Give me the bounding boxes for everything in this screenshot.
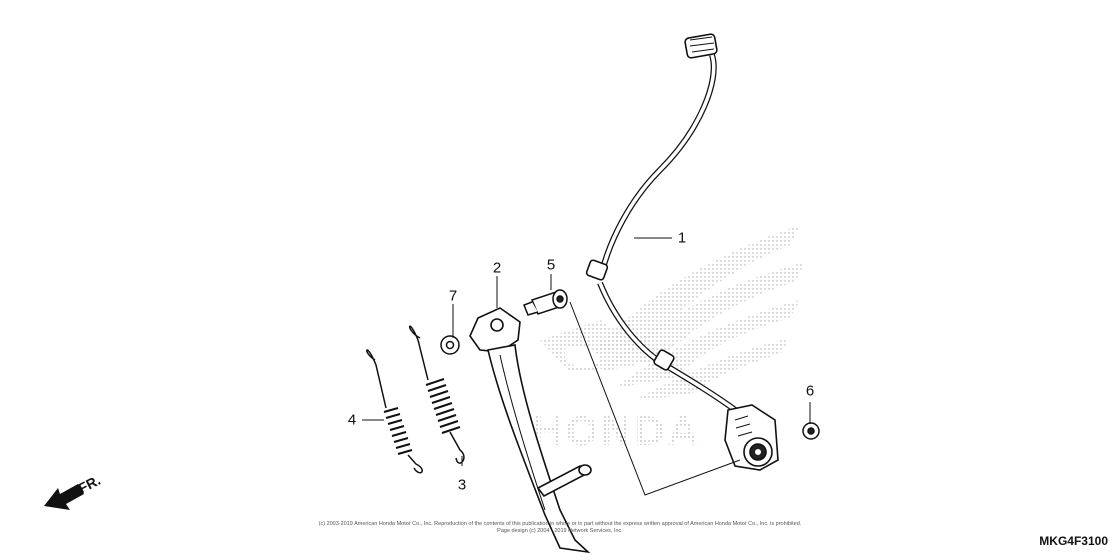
callout-1[interactable]: 1 xyxy=(677,229,687,247)
callout-5[interactable]: 5 xyxy=(546,256,556,274)
spring-part-3 xyxy=(408,325,465,464)
pivot-bolt-part-5 xyxy=(523,289,568,316)
switch-bolt-part-6 xyxy=(802,422,820,440)
front-direction-arrow-icon xyxy=(44,484,84,510)
copyright-line-2: Page design (c) 2004 - 2019 Network Serv… xyxy=(497,528,623,534)
honda-wing-watermark xyxy=(540,225,805,400)
callout-7[interactable]: 7 xyxy=(448,287,458,305)
callout-2[interactable]: 2 xyxy=(492,259,502,277)
leader-lines xyxy=(362,237,811,496)
copyright-notice: (c) 2003-2019 American Honda Motor Co., … xyxy=(280,521,840,535)
callout-3[interactable]: 3 xyxy=(457,476,467,494)
diagram-code: MKG4F3100 xyxy=(1039,534,1108,548)
copyright-line-1: (c) 2003-2019 American Honda Motor Co., … xyxy=(318,521,802,527)
side-stand-switch-assembly xyxy=(585,33,779,471)
callout-4[interactable]: 4 xyxy=(347,411,357,429)
honda-watermark-text: HONDA xyxy=(532,407,701,454)
callout-6[interactable]: 6 xyxy=(805,382,815,400)
washer-part-7 xyxy=(440,335,460,355)
side-stand-part-2 xyxy=(469,307,592,554)
spring-part-4 xyxy=(366,349,423,474)
